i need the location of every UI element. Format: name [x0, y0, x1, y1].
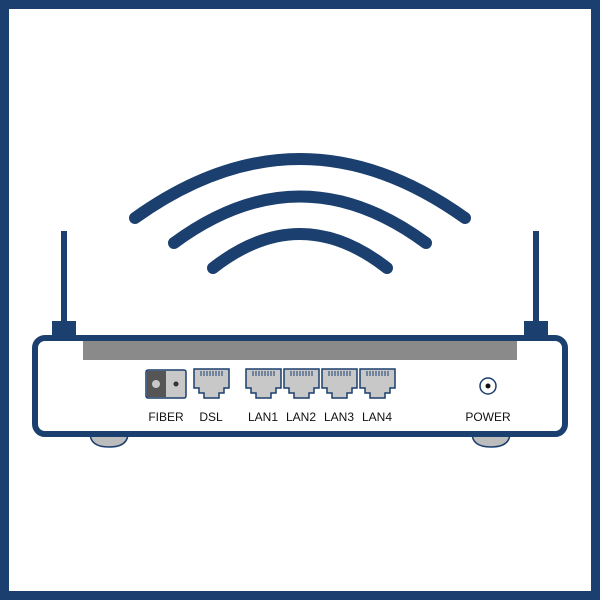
port-label-lan4: LAN4	[361, 410, 393, 424]
lan1-port-icon	[245, 368, 282, 399]
port-label-power: POWER	[465, 410, 511, 424]
antenna-left-icon	[52, 231, 76, 339]
dsl-port-icon	[193, 368, 230, 399]
lan3-port-icon	[321, 368, 358, 399]
status-panel	[83, 341, 517, 360]
port-label-lan2: LAN2	[285, 410, 317, 424]
port-label-lan3: LAN3	[323, 410, 355, 424]
wifi-signal-icon	[129, 153, 471, 274]
lan4-port-icon	[359, 368, 396, 399]
power-port-icon	[479, 377, 497, 395]
fiber-port-icon	[145, 369, 187, 399]
rj-port-icons	[193, 368, 396, 399]
port-label-lan1: LAN1	[247, 410, 279, 424]
antenna-right-icon	[524, 231, 548, 339]
port-label-dsl: DSL	[199, 410, 223, 424]
port-label-fiber: FIBER	[148, 410, 184, 424]
lan2-port-icon	[283, 368, 320, 399]
